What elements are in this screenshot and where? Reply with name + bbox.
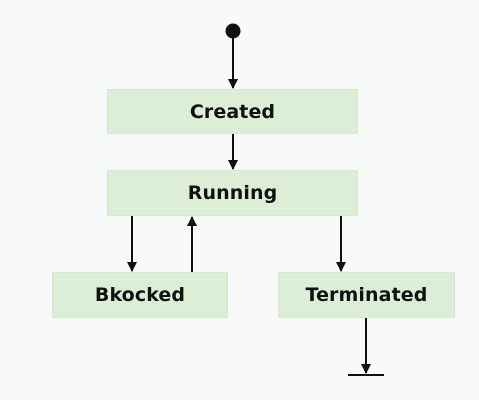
- state-created: Created: [107, 89, 358, 134]
- state-blocked-label: Bkocked: [94, 284, 186, 306]
- state-running: Running: [107, 170, 358, 216]
- state-terminated-label: Terminated: [305, 284, 428, 306]
- state-blocked: Bkocked: [52, 272, 228, 318]
- initial-state-dot: [225, 23, 241, 39]
- state-created-label: Created: [189, 100, 276, 123]
- state-running-label: Running: [187, 182, 278, 204]
- state-terminated: Terminated: [278, 272, 455, 318]
